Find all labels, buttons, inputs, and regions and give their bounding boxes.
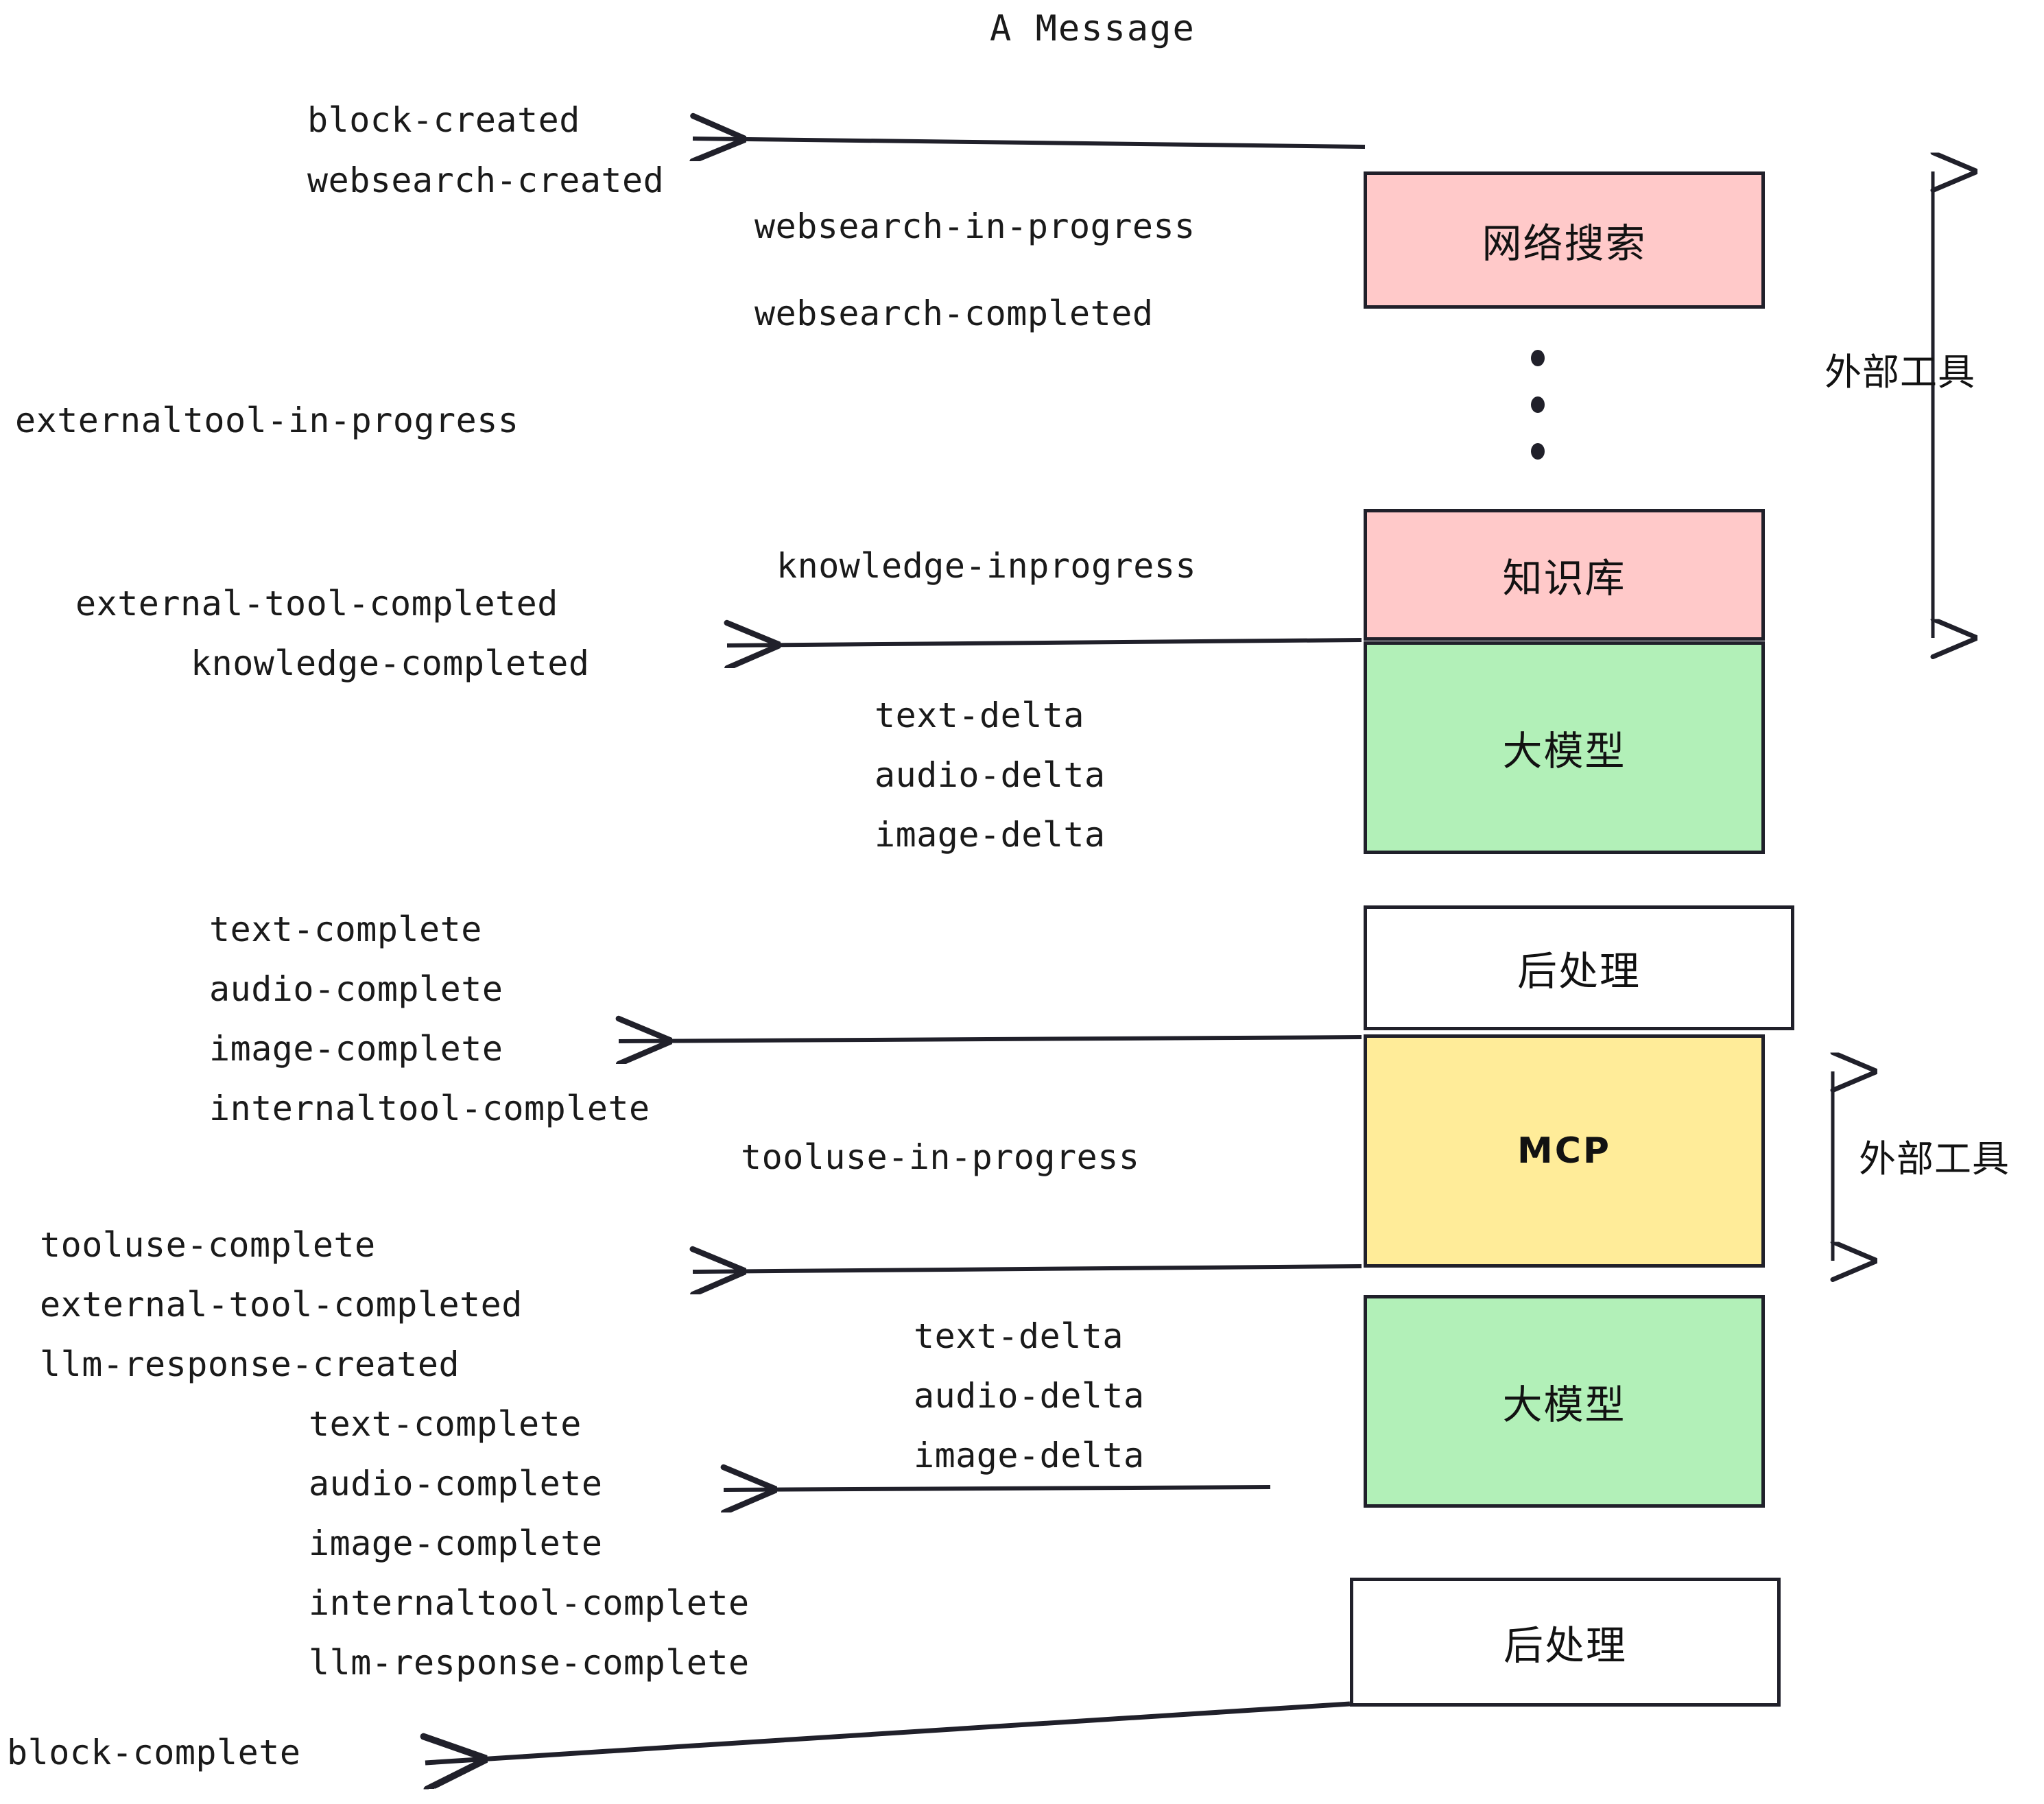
event-llm-response-created: llm-response-created bbox=[40, 1344, 460, 1384]
node-postprocess-1-label: 后处理 bbox=[1517, 948, 1641, 995]
event-audio-complete-2: audio-complete bbox=[309, 1464, 603, 1504]
event-external-tool-completed-1: external-tool-completed bbox=[75, 584, 558, 624]
event-text-delta-1: text-delta bbox=[875, 696, 1085, 735]
node-knowledge-label: 知识库 bbox=[1502, 555, 1626, 602]
node-llm-1-label: 大模型 bbox=[1502, 728, 1626, 774]
node-websearch[interactable]: 网络搜索 bbox=[1364, 171, 1765, 309]
event-audio-delta-2: audio-delta bbox=[914, 1376, 1145, 1416]
event-text-delta-2: text-delta bbox=[914, 1316, 1124, 1356]
event-text-complete-1: text-complete bbox=[209, 910, 482, 949]
event-block-complete: block-complete bbox=[7, 1733, 301, 1772]
event-internaltool-complete-2: internaltool-complete bbox=[309, 1583, 750, 1623]
node-postprocess-2[interactable]: 后处理 bbox=[1350, 1578, 1781, 1707]
node-knowledge[interactable]: 知识库 bbox=[1364, 509, 1765, 641]
event-image-complete-2: image-complete bbox=[309, 1523, 603, 1563]
node-mcp[interactable]: MCP bbox=[1364, 1034, 1765, 1268]
event-image-delta-2: image-delta bbox=[914, 1436, 1145, 1475]
arrow-websearch-created bbox=[693, 139, 1366, 147]
ellipsis-dot bbox=[1531, 350, 1545, 366]
arrow-tooluse-complete bbox=[693, 1266, 1362, 1272]
arrow-audio-complete-2 bbox=[724, 1487, 1271, 1490]
event-internaltool-complete-1: internaltool-complete bbox=[209, 1089, 650, 1128]
event-knowledge-inprogress: knowledge-inprogress bbox=[776, 546, 1197, 586]
event-audio-delta-1: audio-delta bbox=[875, 755, 1106, 795]
event-text-complete-2: text-complete bbox=[309, 1404, 582, 1444]
event-llm-response-complete: llm-response-complete bbox=[309, 1643, 750, 1683]
node-mcp-label: MCP bbox=[1517, 1130, 1612, 1172]
node-postprocess-1[interactable]: 后处理 bbox=[1364, 905, 1794, 1030]
event-knowledge-completed: knowledge-completed bbox=[191, 643, 590, 683]
event-websearch-in-progress: websearch-in-progress bbox=[754, 206, 1196, 246]
event-external-tool-completed-2: external-tool-completed bbox=[40, 1285, 523, 1325]
event-block-created: block-created bbox=[307, 100, 580, 140]
node-llm-1[interactable]: 大模型 bbox=[1364, 641, 1765, 854]
ellipsis-dot bbox=[1531, 396, 1545, 413]
event-audio-complete-1: audio-complete bbox=[209, 969, 503, 1009]
group-label-external-tools-top: 外部工具 bbox=[1825, 351, 1975, 394]
arrow-block-complete bbox=[425, 1701, 1351, 1763]
event-websearch-created: websearch-created bbox=[307, 161, 665, 200]
ellipsis-dot bbox=[1531, 443, 1545, 460]
event-websearch-completed: websearch-completed bbox=[754, 294, 1154, 333]
node-websearch-label: 网络搜索 bbox=[1482, 220, 1647, 267]
event-tooluse-in-progress: tooluse-in-progress bbox=[741, 1137, 1140, 1177]
event-image-complete-1: image-complete bbox=[209, 1029, 503, 1069]
group-label-external-tools-bottom: 外部工具 bbox=[1859, 1137, 2010, 1180]
arrow-image-complete-1 bbox=[619, 1037, 1362, 1041]
event-externaltool-in-progress: externaltool-in-progress bbox=[15, 401, 519, 440]
page-title: A Message bbox=[990, 8, 1196, 49]
node-llm-2-label: 大模型 bbox=[1502, 1381, 1626, 1428]
node-llm-2[interactable]: 大模型 bbox=[1364, 1295, 1765, 1508]
node-postprocess-2-label: 后处理 bbox=[1503, 1622, 1627, 1669]
event-tooluse-complete: tooluse-complete bbox=[40, 1225, 376, 1265]
arrow-knowledge-completed bbox=[727, 640, 1362, 645]
event-image-delta-1: image-delta bbox=[875, 815, 1106, 855]
